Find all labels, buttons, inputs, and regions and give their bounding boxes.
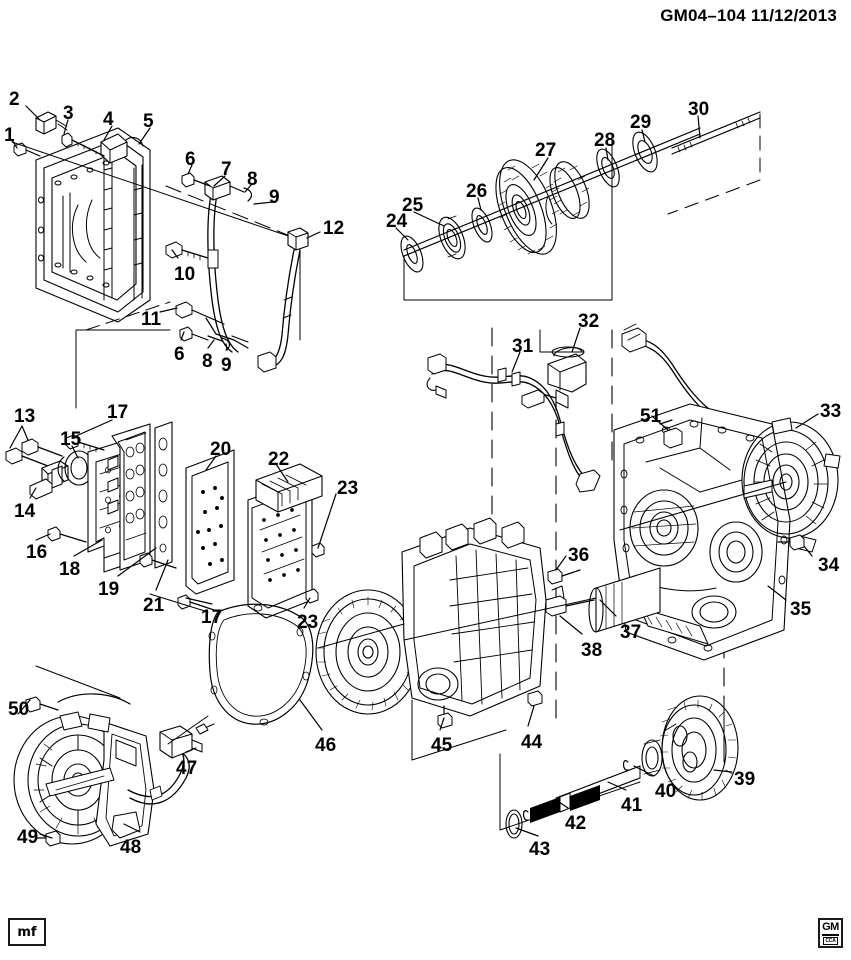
callout-2: 2 bbox=[9, 89, 20, 110]
callout-8: 8 bbox=[247, 169, 258, 190]
draftsman-initials: mf bbox=[17, 924, 37, 940]
callout-24: 24 bbox=[386, 211, 408, 232]
callout-50: 50 bbox=[8, 699, 30, 720]
callout-41: 41 bbox=[621, 795, 643, 816]
callout-27: 27 bbox=[535, 140, 557, 161]
callout-49: 49 bbox=[17, 827, 39, 848]
motor-group bbox=[14, 694, 202, 846]
callout-11: 11 bbox=[141, 309, 162, 330]
callout-45: 45 bbox=[431, 735, 453, 756]
gm-logo-text: GM bbox=[822, 920, 839, 933]
callout-32: 32 bbox=[578, 311, 600, 332]
callout-25: 25 bbox=[402, 195, 424, 216]
callout-46: 46 bbox=[315, 735, 337, 756]
callout-35: 35 bbox=[790, 599, 812, 620]
callout-36: 36 bbox=[568, 545, 590, 566]
callout-13: 13 bbox=[14, 406, 36, 427]
callout-44: 44 bbox=[521, 732, 543, 753]
callout-48: 48 bbox=[120, 837, 142, 858]
callout-34: 34 bbox=[818, 555, 840, 576]
callout-6: 6 bbox=[185, 149, 196, 170]
callout-33: 33 bbox=[820, 401, 842, 422]
callout-28: 28 bbox=[594, 130, 616, 151]
leaders-wiring bbox=[512, 328, 580, 372]
callout-21: 21 bbox=[143, 595, 165, 616]
right-case-group bbox=[546, 404, 840, 660]
callout-7: 7 bbox=[221, 159, 232, 180]
differential-group bbox=[506, 696, 738, 838]
valve-body-group bbox=[6, 422, 324, 618]
callout-38: 38 bbox=[581, 640, 603, 661]
callout-3: 3 bbox=[63, 103, 74, 124]
callout-12: 12 bbox=[323, 218, 345, 239]
leaders-gears bbox=[396, 116, 700, 240]
drawing-header: GM04–104 11/12/2013 bbox=[660, 6, 837, 25]
leaders-diff bbox=[516, 766, 732, 836]
callout-42: 42 bbox=[565, 813, 587, 834]
callout-6-lower: 6 bbox=[174, 344, 185, 365]
leaders-case bbox=[556, 414, 818, 634]
callout-19: 19 bbox=[98, 579, 120, 600]
gm-logo-subtext: CCA bbox=[823, 936, 838, 945]
callout-1: 1 bbox=[4, 125, 15, 146]
callout-20: 20 bbox=[210, 439, 232, 460]
gm-logo: GM CCA bbox=[818, 918, 843, 948]
leaders-motor bbox=[18, 700, 196, 838]
callout-17-lower: 17 bbox=[201, 607, 223, 628]
callout-40: 40 bbox=[655, 781, 677, 802]
callout-9-lower: 9 bbox=[221, 355, 232, 376]
callout-37: 37 bbox=[620, 622, 642, 643]
callout-29: 29 bbox=[630, 112, 652, 133]
callout-9: 9 bbox=[269, 187, 280, 208]
filter-tube-group bbox=[166, 173, 308, 372]
callout-14: 14 bbox=[14, 501, 36, 522]
leaders-tubes bbox=[160, 165, 320, 350]
callout-5: 5 bbox=[143, 111, 154, 132]
callout-51: 51 bbox=[640, 406, 662, 427]
callout-22: 22 bbox=[268, 449, 290, 470]
callout-18: 18 bbox=[59, 559, 81, 580]
callout-15: 15 bbox=[60, 429, 82, 450]
callout-26: 26 bbox=[466, 181, 488, 202]
callout-30: 30 bbox=[688, 99, 710, 120]
callout-23-lower: 23 bbox=[297, 612, 319, 633]
callout-47: 47 bbox=[176, 758, 198, 779]
callout-39: 39 bbox=[734, 769, 756, 790]
callout-31: 31 bbox=[512, 336, 534, 357]
callout-10: 10 bbox=[174, 264, 196, 285]
callout-16: 16 bbox=[26, 542, 48, 563]
oil-pan-group bbox=[14, 112, 150, 322]
draftsman-stamp: mf bbox=[8, 918, 46, 946]
leaders-maincase bbox=[300, 700, 534, 730]
wiring-group bbox=[427, 324, 716, 492]
callout-23: 23 bbox=[337, 478, 359, 499]
leaders-valvebody bbox=[10, 420, 336, 608]
input-shaft-group bbox=[397, 112, 760, 275]
callout-43: 43 bbox=[529, 839, 551, 860]
callout-17: 17 bbox=[107, 402, 129, 423]
callout-8-lower: 8 bbox=[202, 351, 213, 372]
leaders-oil-pan bbox=[12, 106, 150, 148]
gm-logo-rule bbox=[822, 933, 839, 936]
callout-4: 4 bbox=[103, 109, 114, 130]
